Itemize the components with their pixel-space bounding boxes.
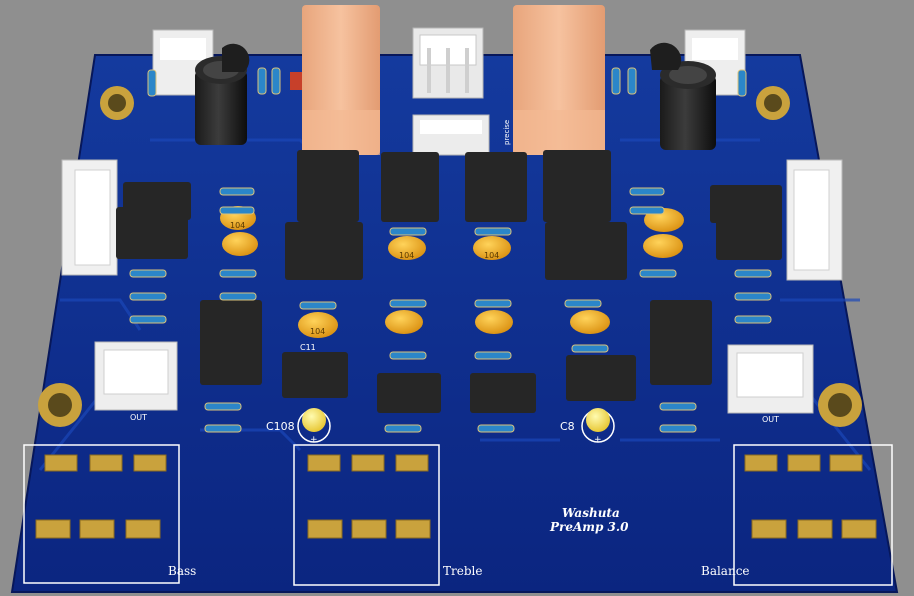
transistor-left <box>222 43 250 72</box>
polarity-mark: + <box>310 435 318 445</box>
smd-red <box>290 72 302 90</box>
ceramic-capacitors <box>220 206 684 338</box>
designator-c108: C108 <box>266 420 295 433</box>
cap-code: 104 <box>484 251 499 260</box>
brand-line-2: PreAmp 3.0 <box>549 520 629 534</box>
pot-label-bass: Bass <box>168 564 196 578</box>
mounting-holes <box>38 86 862 427</box>
brand-line-1: Washuta <box>562 506 620 520</box>
pot-label-treble: Treble <box>443 564 482 578</box>
connector-top-center <box>412 27 484 99</box>
pot-footprint-balance <box>733 444 893 586</box>
connector-out-right <box>727 344 814 414</box>
connector-right-side <box>786 159 843 281</box>
black-components <box>116 150 782 413</box>
pot-label-balance: Balance <box>701 564 750 578</box>
connector-mid-center <box>412 114 490 156</box>
transistor-right <box>650 42 682 70</box>
cap-code-labels: 104 104 104 104 <box>230 221 499 336</box>
connector-left-side <box>61 159 118 276</box>
electrolytic-cap-right <box>660 61 716 150</box>
cap-c8 <box>581 408 615 443</box>
pot-footprint-bass <box>23 444 180 584</box>
connector-out-left <box>94 341 178 411</box>
connector-label-out-right: OUT <box>762 415 779 424</box>
connector-label-out-left: OUT <box>130 413 147 422</box>
pot-footprint-treble <box>293 444 440 586</box>
cap-code: 104 <box>230 221 245 230</box>
relay-right <box>513 5 605 155</box>
relay-left <box>302 5 380 155</box>
cap-code: 104 <box>310 327 325 336</box>
designator-c11: C11 <box>300 343 316 352</box>
resistors <box>129 67 772 433</box>
cap-c108 <box>297 408 331 443</box>
edge-text: precise <box>503 120 511 145</box>
designator-c8: C8 <box>560 420 575 433</box>
polarity-mark: + <box>594 435 602 445</box>
cap-code: 104 <box>399 251 414 260</box>
